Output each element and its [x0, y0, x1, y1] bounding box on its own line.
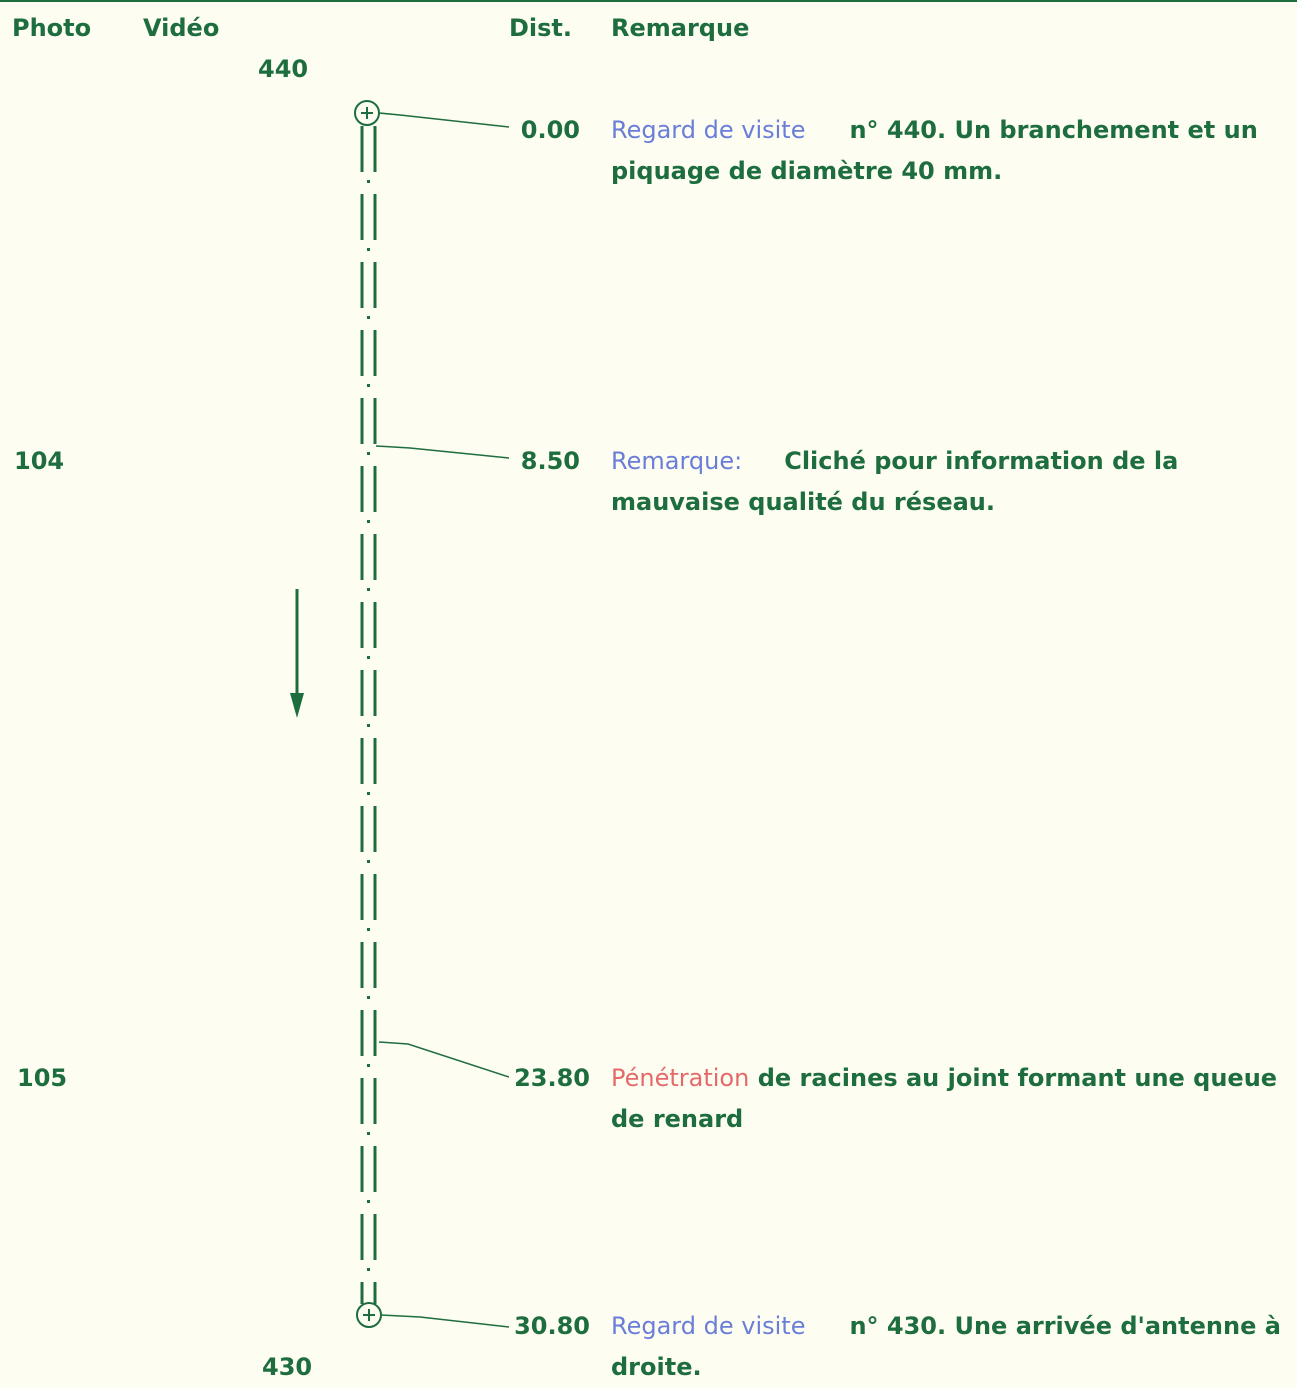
header-distance: Dist.: [509, 14, 573, 42]
flow-direction-arrow-icon: [290, 589, 304, 718]
end-node-label: 430: [262, 1353, 313, 1381]
distance-value: 23.80: [514, 1064, 590, 1092]
event-remark: Remarque:Cliché pour information de la m…: [611, 441, 1281, 523]
event-text: de racines au joint formant une queue de…: [611, 1064, 1278, 1133]
event-text: n° 430. Une arrivée d'antenne à droite.: [611, 1312, 1281, 1381]
leader-line-3: [378, 1041, 510, 1078]
distance-value: 8.50: [520, 447, 580, 475]
manhole-end-icon: [356, 1302, 382, 1328]
event-keyword: Regard de visite: [611, 116, 806, 144]
header-photo: Photo: [12, 14, 92, 42]
top-rule: [0, 0, 1297, 2]
start-node-label: 440: [258, 55, 309, 83]
event-keyword: Regard de visite: [611, 1312, 806, 1340]
header-remark: Remarque: [611, 14, 750, 42]
leader-line-4: [380, 1314, 510, 1328]
event-remark: Pénétration de racines au joint formant …: [611, 1058, 1281, 1140]
event-text: Cliché pour information de la mauvaise q…: [611, 447, 1179, 516]
leader-line-1: [378, 112, 510, 128]
event-text: n° 440. Un branchement et un piquage de …: [611, 116, 1258, 185]
photo-number: 104: [14, 447, 65, 475]
distance-value: 0.00: [520, 116, 580, 144]
distance-value: 30.80: [514, 1312, 590, 1340]
leader-line-2: [375, 445, 510, 459]
photo-number: 105: [17, 1064, 68, 1092]
manhole-start-icon: [354, 100, 380, 126]
event-keyword: Remarque:: [611, 447, 743, 475]
event-keyword: Pénétration: [611, 1064, 750, 1092]
header-video: Vidéo: [143, 14, 220, 42]
